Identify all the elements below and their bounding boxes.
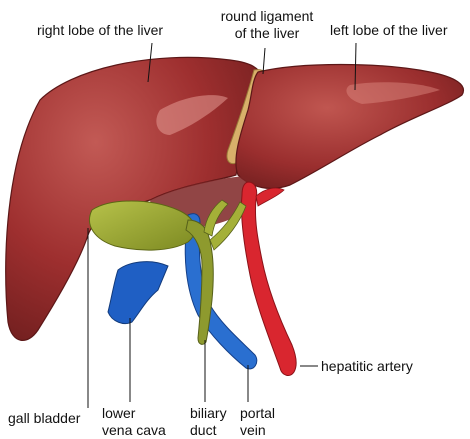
label-round-ligament-line1: round ligament	[212, 8, 322, 25]
hepatic-artery	[241, 182, 296, 375]
label-left-lobe: left lobe of the liver	[330, 22, 448, 39]
label-lower-vena-cava-line1: lower	[102, 405, 166, 422]
artery-branch	[256, 188, 284, 206]
label-lower-vena-cava-line2: vena cava	[102, 422, 166, 439]
label-portal-vein-line1: portal	[240, 405, 275, 422]
label-biliary-duct-line2: duct	[190, 422, 227, 439]
label-biliary-duct-line1: biliary	[190, 405, 227, 422]
left-lobe-shape	[236, 65, 464, 189]
label-round-ligament: round ligament of the liver	[212, 8, 322, 42]
label-biliary-duct: biliary duct	[190, 405, 227, 439]
label-right-lobe: right lobe of the liver	[37, 22, 163, 39]
label-portal-vein: portal vein	[240, 405, 275, 439]
label-hepatic-artery: hepatitic artery	[321, 358, 413, 375]
label-lower-vena-cava: lower vena cava	[102, 405, 166, 439]
label-round-ligament-line2: of the liver	[212, 25, 322, 42]
lower-vena-cava	[108, 262, 168, 324]
label-portal-vein-line2: vein	[240, 422, 275, 439]
label-gall-bladder: gall bladder	[8, 410, 80, 427]
